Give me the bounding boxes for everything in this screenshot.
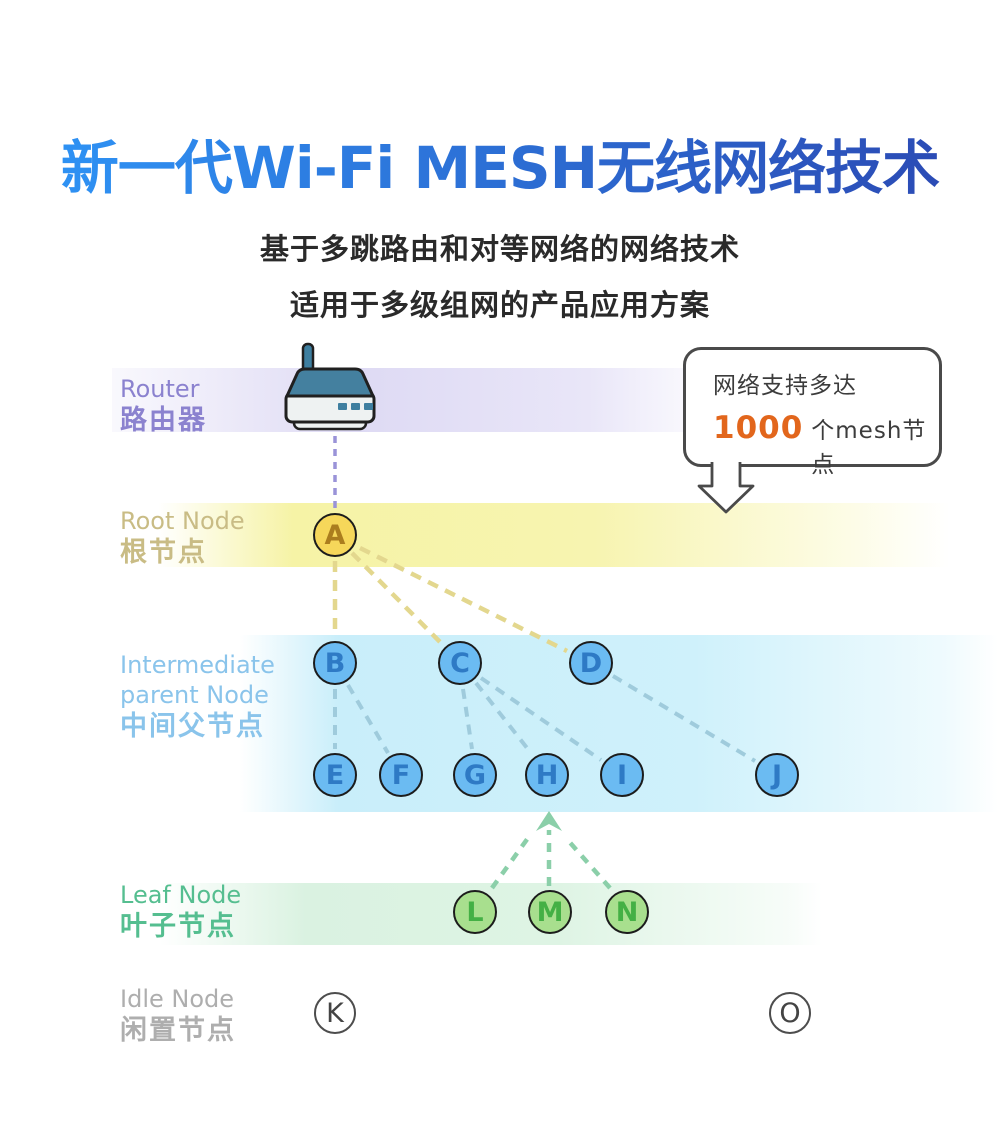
node-O: O <box>769 992 811 1034</box>
callout-highlight-number: 1000 <box>713 410 804 446</box>
node-D: D <box>569 641 613 685</box>
row-label-intermediate-en1: Intermediate <box>120 651 275 679</box>
node-C: C <box>438 641 482 685</box>
callout-suffix: 个mesh节点 <box>811 418 927 478</box>
row-label-idle-zh: 闲置节点 <box>120 1015 236 1046</box>
row-label-intermediate: Intermediate parent Node 中间父节点 <box>120 650 275 744</box>
callout-arrow-icon <box>697 462 755 514</box>
row-label-idle-en: Idle Node <box>120 985 235 1013</box>
node-H: H <box>525 753 569 797</box>
row-label-root-zh: 根节点 <box>120 537 207 568</box>
node-E: E <box>313 753 357 797</box>
callout-text-line2: 1000 个mesh节点 <box>713 410 939 479</box>
router-row-band <box>112 368 692 432</box>
subtitle-line-2: 适用于多级组网的产品应用方案 <box>289 288 710 322</box>
page-title: 新一代Wi-Fi MESH无线网络技术 <box>0 121 1000 205</box>
callout-bubble: 网络支持多达 1000 个mesh节点 <box>683 347 942 478</box>
row-label-idle-node: Idle Node 闲置节点 <box>120 984 236 1048</box>
row-label-leaf-node: Leaf Node 叶子节点 <box>120 880 241 944</box>
row-label-intermediate-zh: 中间父节点 <box>120 711 265 742</box>
root-node-row-band <box>158 503 950 567</box>
row-label-router-zh: 路由器 <box>120 405 207 436</box>
node-N: N <box>605 890 649 934</box>
router-icon <box>284 342 376 431</box>
node-G: G <box>453 753 497 797</box>
node-F: F <box>379 753 423 797</box>
subtitle-line-1: 基于多跳路由和对等网络的网络技术 <box>259 232 740 266</box>
edge-N-H <box>564 836 612 890</box>
row-label-router: Router 路由器 <box>120 374 207 438</box>
edge-L-H <box>490 836 530 890</box>
node-I: I <box>600 753 644 797</box>
row-label-router-en: Router <box>120 375 200 403</box>
node-M: M <box>528 890 572 934</box>
node-A: A <box>313 513 357 557</box>
arrow-up-icon <box>536 811 562 831</box>
row-label-leaf-zh: 叶子节点 <box>120 911 236 942</box>
node-B: B <box>313 641 357 685</box>
row-label-root-en: Root Node <box>120 507 245 535</box>
node-L: L <box>453 890 497 934</box>
row-label-root-node: Root Node 根节点 <box>120 506 245 570</box>
node-J: J <box>755 753 799 797</box>
row-label-leaf-en: Leaf Node <box>120 881 242 909</box>
callout-text-line1: 网络支持多达 <box>713 373 857 399</box>
node-K: K <box>314 992 356 1034</box>
row-label-intermediate-en2: parent Node <box>120 681 269 709</box>
